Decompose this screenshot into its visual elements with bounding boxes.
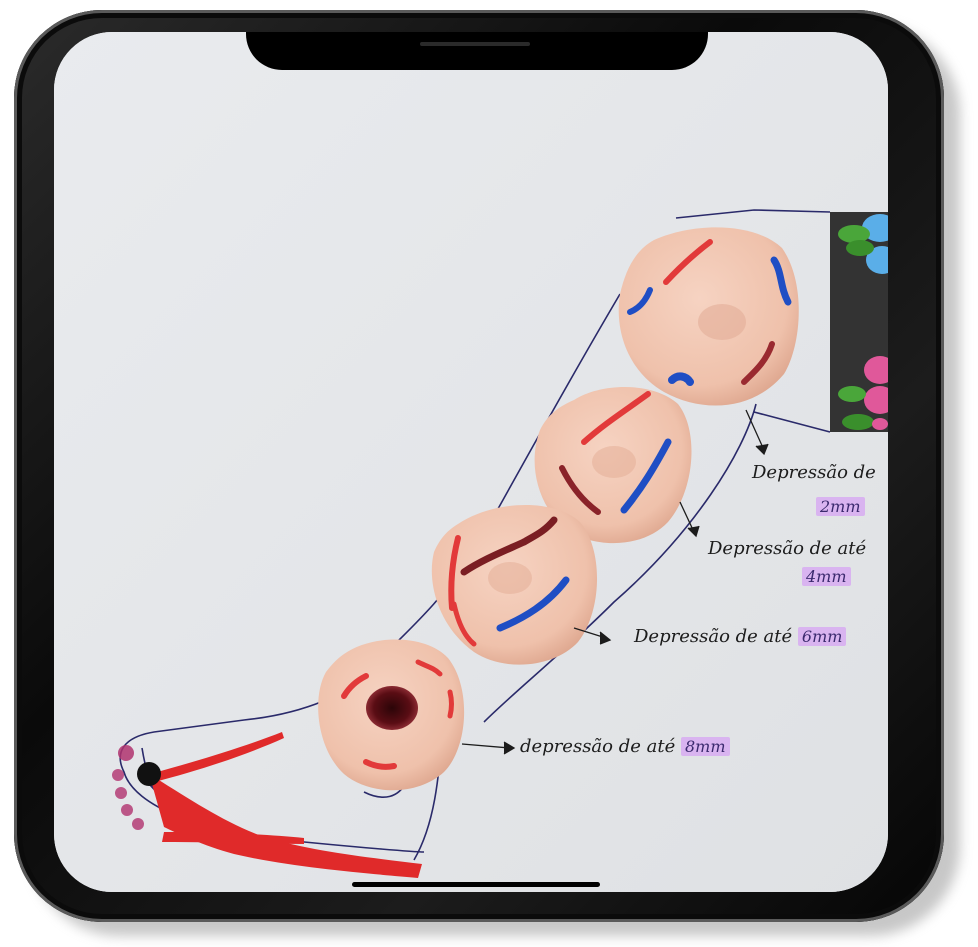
photo-screen: Depressão de 2mm Depressão de até 4mm De… — [54, 32, 888, 892]
label-depression-4mm-text: Depressão de até — [708, 538, 866, 559]
clay-disc-8mm — [318, 639, 464, 790]
label-depression-8mm-value: 8mm — [681, 737, 730, 756]
label-depression-2mm-value: 2mm — [816, 497, 865, 516]
notch — [246, 32, 708, 70]
label-depression-6mm-text: Depressão de até — [634, 626, 792, 647]
label-depression-6mm: Depressão de até 6mm — [634, 626, 846, 647]
label-depression-2mm-value-wrap: 2mm — [816, 496, 865, 517]
label-depression-4mm-value-wrap: 4mm — [802, 566, 851, 587]
ankle-dot — [137, 762, 161, 786]
label-depression-8mm: depressão de até 8mm — [520, 736, 730, 757]
label-depression-6mm-value: 6mm — [798, 627, 847, 646]
label-depression-8mm-text: depressão de até — [520, 736, 675, 757]
label-depression-4mm-value: 4mm — [802, 567, 851, 586]
black-board — [830, 212, 888, 432]
label-depression-2mm: Depressão de — [752, 462, 876, 483]
speaker-grille — [420, 42, 530, 46]
label-depression-4mm: Depressão de até — [708, 538, 866, 559]
home-indicator[interactable] — [352, 882, 600, 887]
label-depression-2mm-text: Depressão de — [752, 462, 876, 483]
